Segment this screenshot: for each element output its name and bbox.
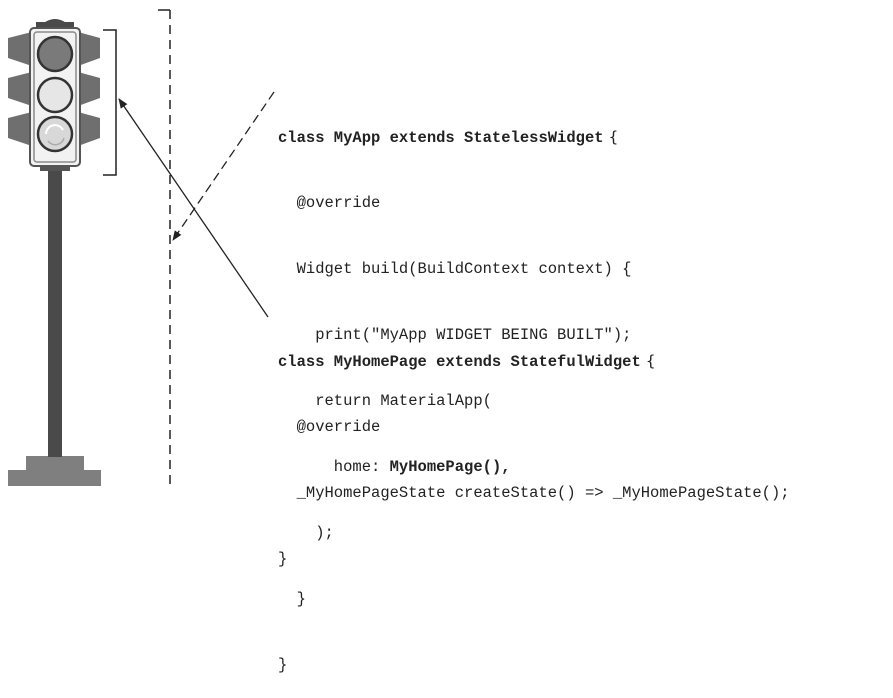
lamp-middle	[36, 76, 74, 114]
code-brace: {	[603, 128, 619, 146]
code-line: @override	[278, 194, 381, 212]
code-class-declaration: class MyApp extends StatelessWidget	[278, 129, 604, 147]
code-brace: {	[640, 352, 656, 370]
code-line: class MyApp extends StatelessWidget {	[278, 126, 631, 148]
code-bold-call: MyHomePage(),	[389, 458, 511, 476]
solid-arrow	[118, 98, 269, 318]
lamp-top	[36, 35, 74, 73]
traffic-light-neck	[40, 165, 70, 171]
visor-left-mid	[8, 72, 32, 106]
traffic-light-icon	[8, 19, 101, 486]
traffic-light-pole	[48, 165, 62, 457]
widget-bracket	[103, 29, 117, 176]
code-block-myapp: class MyApp extends StatelessWidget { @o…	[278, 82, 631, 698]
traffic-light-top-bar	[36, 22, 74, 30]
diagram-canvas	[8, 9, 275, 486]
code-block-myhomepage: class MyHomePage extends StatefulWidget …	[278, 306, 790, 592]
traffic-light-housing-inner	[33, 31, 77, 163]
code-line: print("MyApp WIDGET BEING BUILT");	[278, 326, 632, 344]
code-line: _MyHomePageState createState() => _MyHom…	[278, 484, 790, 502]
code-line: }	[278, 656, 288, 674]
visor-left-bottom	[8, 112, 32, 146]
visor-right-bottom	[78, 112, 100, 146]
lamp-bottom-shine	[45, 124, 64, 135]
visor-left-top	[8, 32, 32, 66]
visor-right-top	[78, 32, 100, 66]
code-line: @override	[278, 418, 381, 436]
lamp-bottom-shine-2	[47, 137, 65, 146]
code-line: home: MyHomePage(),	[278, 456, 631, 478]
code-line: return MaterialApp(	[278, 392, 492, 410]
code-line: class MyHomePage extends StatefulWidget …	[278, 350, 790, 372]
code-line: }	[278, 550, 288, 568]
code-line: Widget build(BuildContext context) {	[278, 260, 632, 278]
lamp-bottom	[36, 115, 74, 153]
dashed-arrow	[172, 91, 275, 241]
traffic-light-base-top	[26, 456, 84, 472]
traffic-light-base	[8, 470, 101, 486]
visor-right-mid	[78, 72, 100, 106]
code-text: home:	[278, 458, 390, 476]
code-class-declaration: class MyHomePage extends StatefulWidget	[278, 353, 641, 371]
